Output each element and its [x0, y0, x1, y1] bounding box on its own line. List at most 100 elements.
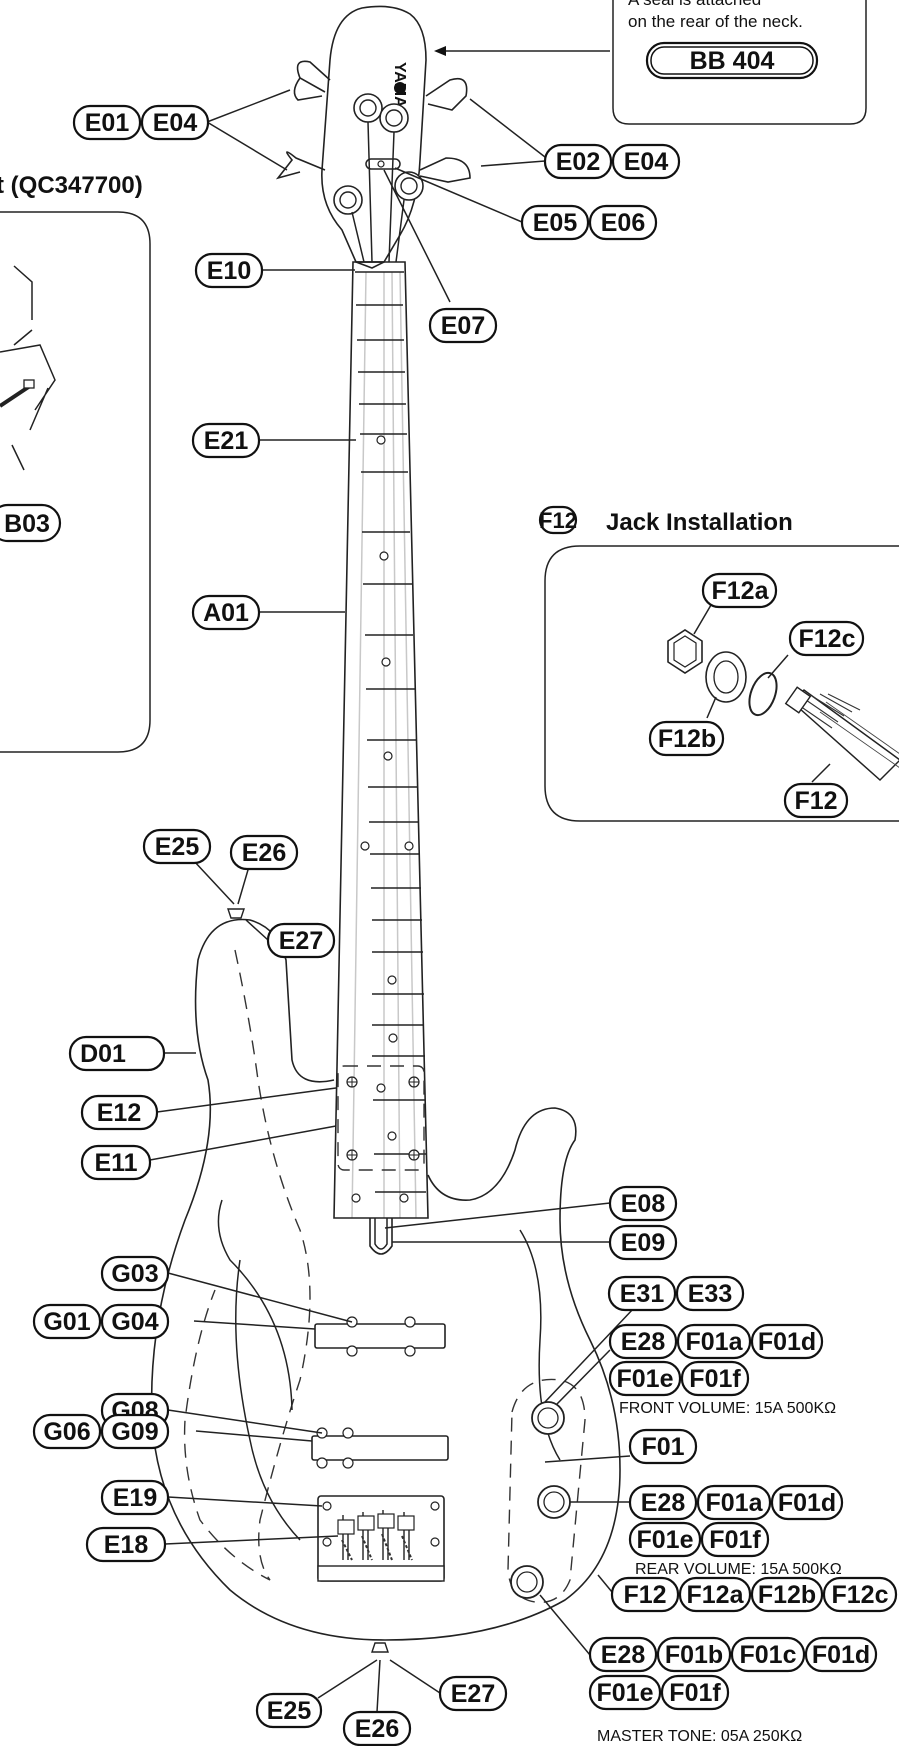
label-f12b-panel: F12b	[658, 725, 716, 753]
volume-knob-icon	[537, 1485, 571, 1519]
label-e28-rear: E28	[641, 1489, 686, 1517]
strap-pin-icon	[227, 908, 245, 919]
label-f12: F12	[623, 1581, 666, 1609]
label-e26-bottom: E26	[355, 1715, 399, 1743]
label-e04-b: E04	[624, 148, 669, 176]
label-g06: G06	[43, 1418, 90, 1446]
label-e01: E01	[85, 109, 130, 137]
rear-pickup-icon	[311, 1427, 449, 1469]
label-g09: G09	[111, 1418, 158, 1446]
label-e04-a: E04	[153, 109, 198, 137]
label-e05: E05	[533, 209, 578, 237]
label-g04: G04	[111, 1308, 158, 1336]
fret-marker-icon	[381, 657, 391, 667]
left-panel-part-label: B03	[4, 510, 50, 538]
label-f12c-panel: F12c	[799, 625, 856, 653]
label-f01d-rear: F01d	[778, 1489, 836, 1517]
label-f01b: F01b	[665, 1641, 723, 1669]
label-e28-master: E28	[601, 1641, 646, 1669]
model-note-line1: A seal is attached	[628, 0, 761, 9]
jack-washer-icon	[705, 651, 747, 703]
label-a01: A01	[203, 599, 249, 627]
label-f12-panel: F12	[794, 787, 837, 815]
tuner-key-icon	[425, 77, 468, 111]
label-e33: E33	[688, 1280, 732, 1308]
fret-marker-icon	[351, 1193, 361, 1203]
label-f01e-master: F01e	[597, 1679, 654, 1707]
bridge-icon	[317, 1495, 445, 1582]
label-f01e-front: F01e	[617, 1365, 674, 1393]
label-f01c: F01c	[740, 1641, 797, 1669]
label-e26-top: E26	[242, 839, 286, 867]
label-e08: E08	[621, 1190, 666, 1218]
label-f01f-rear: F01f	[709, 1526, 761, 1554]
label-e07: E07	[441, 312, 485, 340]
label-e12: E12	[97, 1099, 141, 1127]
label-e31: E31	[620, 1280, 665, 1308]
jack-panel-badge: F12	[539, 508, 577, 533]
tuner-key-icon	[296, 60, 331, 93]
fret-marker-icon	[379, 551, 389, 561]
label-e06: E06	[601, 209, 645, 237]
label-e11: E11	[94, 1149, 137, 1177]
jack-installation-panel: F12 Jack Installation F12a F12b F12c F12	[538, 505, 899, 822]
label-e28-front: E28	[621, 1328, 666, 1356]
jack-ring-icon	[748, 671, 778, 717]
label-e27-bottom: E27	[451, 1680, 495, 1708]
fret-marker-icon	[388, 1033, 398, 1043]
neck	[333, 261, 429, 1255]
tone-knob-icon	[510, 1565, 544, 1599]
fret-marker-icon	[399, 1193, 409, 1203]
arrow-icon	[434, 46, 446, 56]
label-e19: E19	[113, 1484, 157, 1512]
label-e18: E18	[104, 1531, 149, 1559]
label-d01: D01	[80, 1040, 126, 1068]
strap-pin-icon	[371, 1642, 389, 1653]
volume-knob-icon	[531, 1401, 565, 1435]
fret-marker-icon	[383, 751, 393, 761]
left-detail-panel: t (QC347700) B03	[0, 172, 151, 753]
label-f01: F01	[641, 1433, 684, 1461]
fret-marker-icon	[387, 975, 397, 985]
label-e21: E21	[204, 427, 249, 455]
label-e10: E10	[207, 257, 251, 285]
label-g03: G03	[111, 1260, 158, 1288]
part-labels: E01 E04 E02 E04 E05 E06 E10 E07 E21 A01 …	[32, 104, 898, 1746]
control-plate-outline	[507, 1378, 586, 1604]
label-f01a-front: F01a	[686, 1328, 744, 1356]
left-panel-title: t (QC347700)	[0, 172, 143, 199]
label-f01e-rear: F01e	[637, 1526, 694, 1554]
label-f12a-panel: F12a	[712, 577, 770, 605]
label-g01: G01	[43, 1308, 90, 1336]
label-f01f-front: F01f	[689, 1365, 741, 1393]
fret-marker-icon	[404, 841, 414, 851]
caption-master-tone: MASTER TONE: 05A 250KΩ	[597, 1728, 802, 1745]
jack-panel-title: Jack Installation	[606, 509, 793, 536]
model-name: BB 404	[690, 47, 775, 75]
label-e27-top: E27	[279, 927, 323, 955]
caption-rear-volume: REAR VOLUME: 15A 500KΩ	[635, 1561, 842, 1578]
label-e25-bottom: E25	[267, 1697, 312, 1725]
fret-marker-icon	[387, 1131, 397, 1141]
fret-marker-icon	[376, 1083, 386, 1093]
caption-front-volume: FRONT VOLUME: 15A 500KΩ	[619, 1400, 836, 1417]
tuner-icon	[333, 185, 363, 215]
model-badge	[645, 41, 819, 80]
label-e02: E02	[556, 148, 600, 176]
label-f12c: F12c	[832, 1581, 889, 1609]
label-f01f-master: F01f	[669, 1679, 721, 1707]
label-f01d-master: F01d	[812, 1641, 870, 1669]
label-f01d-front: F01d	[758, 1328, 816, 1356]
fret-marker-icon	[360, 841, 370, 851]
neck-plate-outline	[337, 1065, 425, 1171]
label-e09: E09	[621, 1229, 665, 1257]
leader-lines	[149, 89, 635, 1713]
headstock: YAMAHA	[275, 5, 471, 263]
tuner-icon	[394, 171, 424, 201]
model-info-box: A seal is attached on the rear of the ne…	[612, 0, 867, 125]
logo-icon	[394, 82, 406, 94]
front-pickup-icon	[314, 1316, 446, 1357]
model-note-line2: on the rear of the neck.	[628, 12, 803, 31]
